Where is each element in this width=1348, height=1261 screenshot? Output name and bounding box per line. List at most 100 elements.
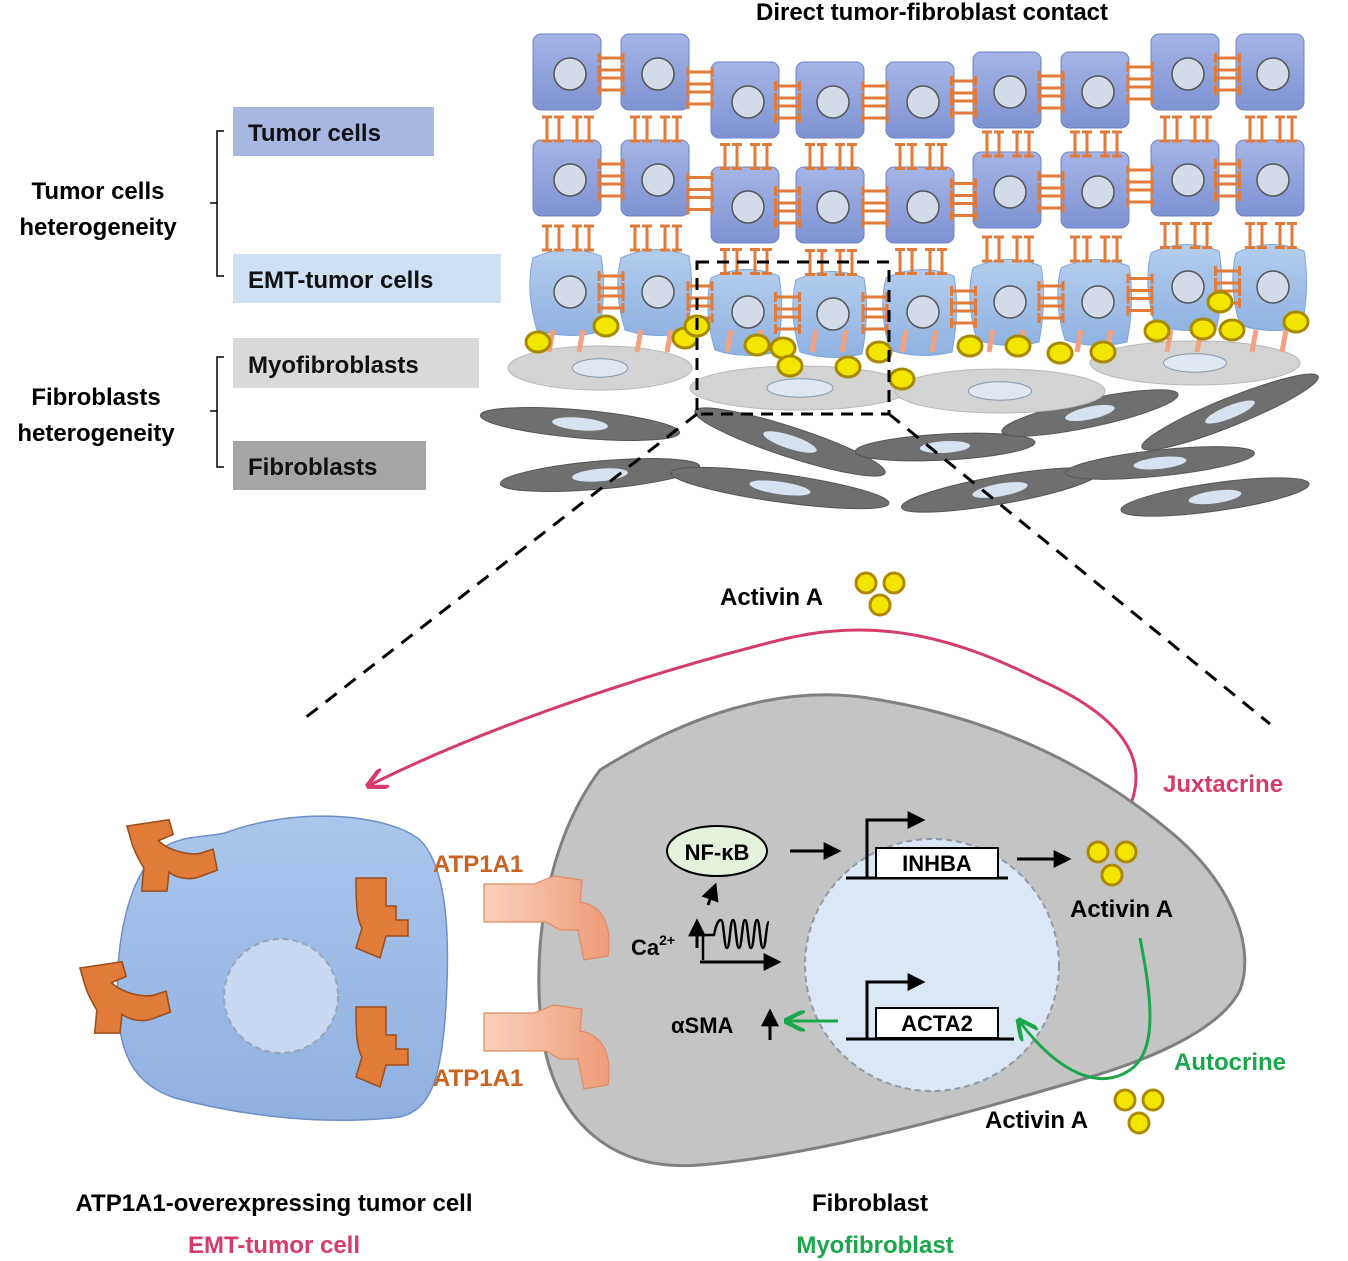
activin-particle xyxy=(888,367,916,391)
junction xyxy=(597,73,625,95)
acta2-promoter-arrow xyxy=(865,973,926,1039)
myofibroblast-layer xyxy=(507,340,1301,414)
tumor-cell-nucleus xyxy=(223,938,339,1054)
activin-particle xyxy=(524,330,552,354)
junction xyxy=(1012,130,1034,158)
inhba-box xyxy=(875,847,999,879)
activin-particles xyxy=(524,290,1310,391)
junction xyxy=(597,291,625,313)
activin-particle xyxy=(743,333,771,357)
junction xyxy=(950,306,977,328)
junction xyxy=(1245,115,1267,143)
junction xyxy=(542,224,564,252)
junction xyxy=(630,224,652,252)
ca-to-nfkb-arrow xyxy=(701,882,719,906)
tumor-cell-nucleus xyxy=(1256,270,1290,304)
junction xyxy=(1037,171,1065,193)
activin-particle xyxy=(865,340,893,364)
tumor-cell-nucleus xyxy=(1081,175,1115,209)
emt-myofibroblast-linker xyxy=(576,329,586,353)
junction xyxy=(982,235,1004,263)
cell-junctions xyxy=(542,53,1297,353)
junction xyxy=(861,292,889,314)
junction xyxy=(895,248,917,275)
activin-particle xyxy=(1218,318,1246,342)
activin-particle xyxy=(592,314,620,338)
junction xyxy=(1190,115,1212,143)
junction xyxy=(686,172,714,195)
caption-fibroblast: Fibroblast xyxy=(812,1190,928,1217)
asma-label: αSMA xyxy=(671,1013,734,1038)
junction xyxy=(1214,179,1241,201)
junction xyxy=(1037,91,1065,113)
calcium-label: Ca2+ xyxy=(631,932,675,960)
tumor-cell-nucleus xyxy=(731,295,765,329)
autocrine-label: Autocrine xyxy=(1174,1049,1286,1076)
zoom-line-left xyxy=(304,412,698,720)
junction xyxy=(572,224,594,252)
tumor-cell-nucleus xyxy=(1081,285,1115,319)
junction xyxy=(630,115,652,143)
activin-particle xyxy=(776,354,804,378)
junction xyxy=(1037,71,1065,93)
nfkb-node xyxy=(666,825,768,877)
junction xyxy=(597,179,625,201)
nfkb-label: NF-κB xyxy=(685,840,750,865)
fibroblast-layer xyxy=(479,373,1319,517)
legend-tumor-cells-label: Tumor cells xyxy=(248,120,381,147)
activin-bottom-label: Activin A xyxy=(985,1107,1088,1134)
junction xyxy=(1126,62,1154,84)
emt-myofibroblast-linker xyxy=(839,329,849,353)
activin-particle xyxy=(1206,290,1234,314)
tumor-cell-nucleus xyxy=(906,190,940,224)
junction xyxy=(1037,281,1065,303)
tumor-cell-nucleus xyxy=(553,163,587,197)
junction xyxy=(542,115,564,143)
myofibroblast-nucleus xyxy=(766,378,834,398)
junction xyxy=(925,248,947,275)
tumor-cell-nucleus xyxy=(731,85,765,119)
junction xyxy=(774,206,801,228)
legend-fibro-bracket xyxy=(210,356,224,468)
junction xyxy=(925,143,947,170)
tumor-cell-nucleus xyxy=(1256,163,1290,197)
caption-fibroblast-sub: Myofibroblast xyxy=(796,1232,953,1259)
junction xyxy=(835,143,857,170)
junction xyxy=(597,159,625,181)
tumor-cell-nucleus xyxy=(641,163,675,197)
zoom-line-right xyxy=(888,412,1271,726)
caption-tumor-cell: ATP1A1-overexpressing tumor cell xyxy=(75,1190,472,1217)
atp1a1-partner-receptors xyxy=(483,875,610,1090)
junction xyxy=(686,87,714,109)
tumor-cell-nucleus xyxy=(816,190,850,224)
junction xyxy=(950,96,977,118)
junction xyxy=(686,67,714,89)
activin-particle xyxy=(1282,310,1310,334)
activin-particle xyxy=(834,355,862,379)
emt-myofibroblast-linker xyxy=(986,329,996,353)
junction xyxy=(572,115,594,143)
tumor-cell-nucleus xyxy=(1081,75,1115,109)
myofibroblast-nucleus xyxy=(968,381,1032,401)
tumor-cell-nucleus xyxy=(906,295,940,329)
junction xyxy=(861,312,889,334)
tumor-cell-nucleus xyxy=(1171,57,1205,91)
atp1a1-top-label: ATP1A1 xyxy=(433,851,523,878)
junction xyxy=(1037,191,1065,213)
fibroblast-cell xyxy=(479,407,681,441)
atp1a1-protein xyxy=(125,818,219,892)
junction xyxy=(1012,235,1034,263)
tumor-cell-nucleus xyxy=(906,85,940,119)
fibroblast-cell xyxy=(694,407,886,477)
activin-top-particles xyxy=(854,571,906,617)
junction xyxy=(950,76,977,98)
atp1a1-partner xyxy=(483,875,610,961)
junction xyxy=(1214,73,1241,95)
activin-particle xyxy=(1089,340,1117,364)
junction xyxy=(1126,185,1154,207)
juxtacrine-label: Juxtacrine xyxy=(1163,771,1283,798)
junction xyxy=(1275,115,1297,143)
junction xyxy=(1126,82,1154,104)
emt-myofibroblast-linker xyxy=(664,329,674,353)
